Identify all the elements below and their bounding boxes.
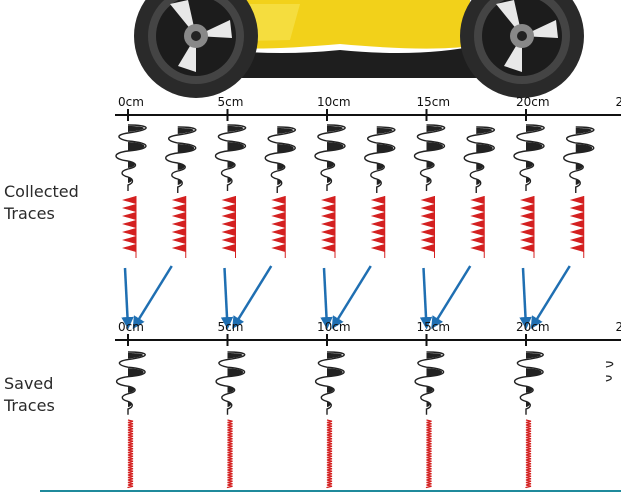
arrow-kept-trace <box>125 268 128 327</box>
saved-traces-label: Saved Traces <box>4 373 55 417</box>
arrow-merged-trace <box>333 266 371 327</box>
collected-trace <box>265 127 295 258</box>
saved-distance-ruler: 0cm 5cm 10cm 15cm 20cm 25 <box>115 320 621 346</box>
arrow-kept-trace <box>324 268 327 327</box>
arrow-kept-trace <box>424 268 427 327</box>
saved-trace <box>117 352 146 488</box>
saved-tick-label: 15cm <box>417 320 451 334</box>
trace-dense-tail <box>271 196 285 252</box>
trace-dense-tail <box>172 196 186 252</box>
collected-tick-label: 10cm <box>317 95 351 109</box>
trace-dense-tail <box>371 196 385 252</box>
collected-trace <box>514 125 544 258</box>
saved-tick-label: 5cm <box>218 320 244 334</box>
trace-dense-tail <box>228 420 233 488</box>
arrow-kept-trace <box>225 268 228 327</box>
trace-dense-tail <box>526 420 531 488</box>
trace-dense-tail <box>427 420 432 488</box>
saved-trace <box>316 352 345 488</box>
saved-traces <box>117 352 613 488</box>
collected-tick-label: 5cm <box>218 95 244 109</box>
collected-trace <box>315 125 345 258</box>
collected-trace <box>415 125 445 258</box>
trace-arrows <box>125 266 570 327</box>
collected-trace <box>216 125 246 258</box>
arrow-merged-trace <box>433 266 471 327</box>
saved-tick-label: 0cm <box>118 320 144 334</box>
collected-distance-ruler: 0cm 5cm 10cm 15cm 20cm 25 <box>115 95 621 121</box>
arrow-merged-trace <box>134 266 172 327</box>
arrow-kept-trace <box>523 268 526 327</box>
trace-dense-tail <box>520 196 534 252</box>
collected-traces <box>116 125 594 258</box>
saved-tick-label: 25 <box>616 320 621 334</box>
saved-trace <box>515 352 544 488</box>
trace-dense-tail <box>327 420 332 488</box>
trace-dense-tail <box>321 196 335 252</box>
gpr-cart <box>134 0 584 98</box>
arrow-merged-trace <box>234 266 272 327</box>
saved-trace <box>216 352 245 488</box>
collected-traces-label: Collected Traces <box>4 181 79 225</box>
saved-tick-label: 10cm <box>317 320 351 334</box>
collected-tick-label: 20cm <box>516 95 550 109</box>
collected-tick-label: 0cm <box>118 95 144 109</box>
trace-dense-tail <box>128 420 133 488</box>
trace-dense-tail <box>570 196 584 252</box>
saved-tick-label: 20cm <box>516 320 550 334</box>
right-wheel <box>460 0 584 98</box>
saved-trace <box>415 352 444 488</box>
left-wheel <box>134 0 258 98</box>
trace-wiggle <box>606 362 613 381</box>
collected-trace <box>564 127 594 258</box>
collected-trace <box>116 125 146 258</box>
trace-dense-tail <box>470 196 484 252</box>
trace-dense-tail <box>421 196 435 252</box>
collected-tick-label: 15cm <box>417 95 451 109</box>
arrow-merged-trace <box>532 266 570 327</box>
saved-trace-partial <box>606 362 613 381</box>
trace-dense-tail <box>222 196 236 252</box>
collected-trace <box>166 127 196 258</box>
collected-trace <box>464 127 494 258</box>
trace-dense-tail <box>122 196 136 252</box>
collected-trace <box>365 127 395 258</box>
collected-tick-label: 25 <box>616 95 621 109</box>
